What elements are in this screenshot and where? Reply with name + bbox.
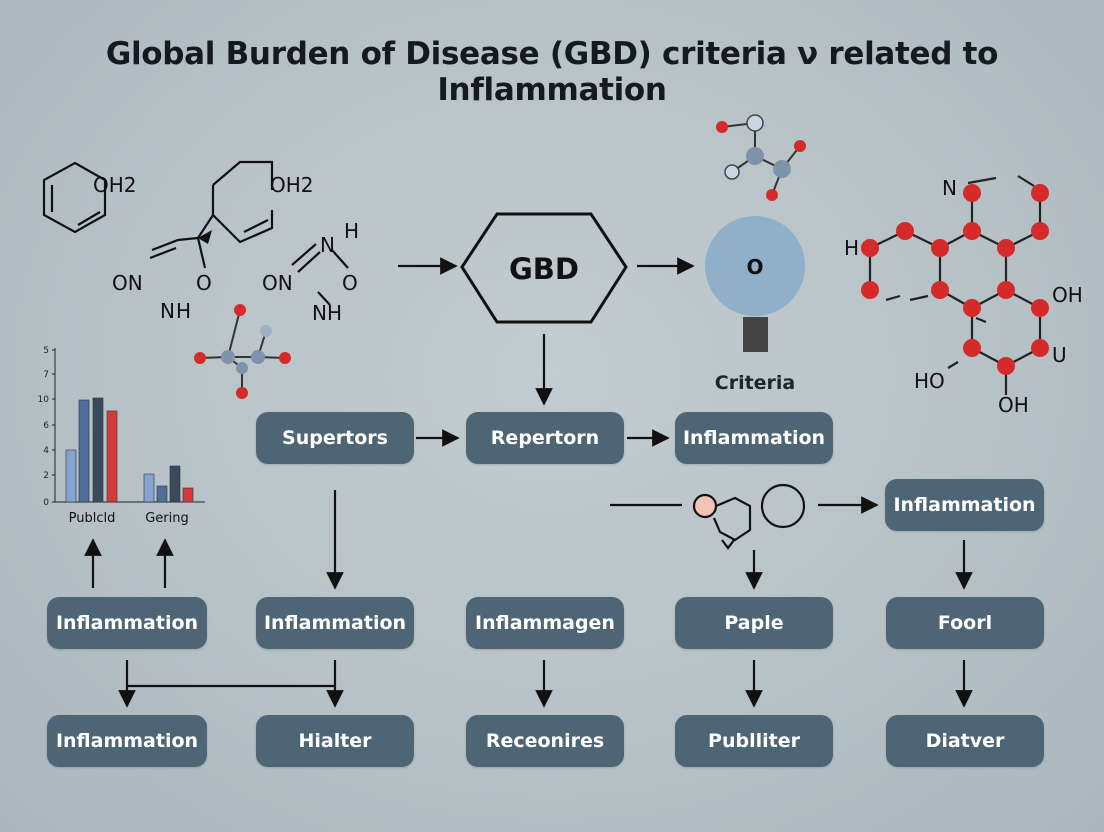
bar-chart-ticks: 5 7 10 6 4 2 0 — [38, 346, 55, 508]
m4-oh-bottom-label: OH — [998, 393, 1029, 417]
small-molecule-top — [716, 114, 806, 201]
connectors — [84, 257, 973, 708]
m2-h-label: H — [176, 299, 191, 323]
m2-n-label: N — [160, 299, 175, 323]
bar-chart — [54, 348, 205, 503]
small-molecule-left — [194, 304, 291, 399]
bar-chart-bars — [65, 397, 194, 503]
bar — [169, 465, 181, 503]
molecule-4 — [861, 175, 1049, 395]
m2-o-label: O — [196, 271, 212, 295]
m2-oh2-label: OH2 — [270, 173, 314, 197]
m4-n-label: N — [942, 176, 957, 200]
molecule-3 — [291, 243, 349, 306]
m4-u-label: U — [1052, 343, 1067, 367]
bar — [106, 410, 118, 503]
node-inflammation-r2c1: Inflammation — [47, 715, 207, 767]
node-inflammation-right: Inflammation — [885, 479, 1044, 531]
node-diatver: Diatver — [886, 715, 1044, 767]
criteria-stem — [743, 317, 768, 352]
node-publliter: Publliter — [675, 715, 833, 767]
node-hialter: Hialter — [256, 715, 414, 767]
gbd-hexagon — [460, 212, 628, 324]
m3-h-label: H — [344, 219, 359, 243]
m3-on-label: ON — [262, 271, 293, 295]
gbd-label: GBD — [509, 252, 579, 286]
bar — [156, 485, 168, 503]
circle-label: O — [746, 255, 763, 279]
node-inflammagen: Inflammagen — [466, 597, 624, 649]
bar-tick-label: 0 — [43, 498, 49, 508]
m1-oh2-label: OH2 — [93, 173, 137, 197]
node-inflammation-top: Inflammation — [675, 412, 833, 464]
m4-oh-top-label: OH — [1052, 283, 1083, 307]
m4-h-label: H — [844, 236, 859, 260]
criteria-circle — [705, 216, 805, 316]
node-repertorn: Repertorn — [466, 412, 624, 464]
m4-ho-label: HO — [914, 369, 945, 393]
bar — [182, 487, 194, 503]
bar-category-label: Publcld — [69, 511, 116, 526]
molecule-1 — [42, 161, 107, 234]
bar-tick-label: 2 — [43, 471, 49, 481]
diagram-title: Global Burden of Disease (GBD) criteria … — [105, 36, 999, 108]
node-paple: Paple — [675, 597, 833, 649]
bar-tick-label: 4 — [43, 446, 49, 456]
node-supertors: Supertors — [256, 412, 414, 464]
bar — [143, 473, 155, 503]
bar-tick-label: 7 — [43, 370, 49, 380]
m2-on-label: ON — [112, 271, 143, 295]
bar-category-label: Gering — [145, 511, 189, 526]
bar — [78, 399, 90, 503]
m3-nh-label: NH — [312, 301, 342, 325]
node-foorl: Foorl — [886, 597, 1044, 649]
node-inflammation-r1c1: Inflammation — [47, 597, 207, 649]
node-receonires: Receonires — [466, 715, 624, 767]
criteria-caption: Criteria — [715, 372, 796, 394]
bar-tick-label: 5 — [43, 346, 49, 356]
node-inflammation-r1c2: Inflammation — [256, 597, 414, 649]
bar — [65, 449, 77, 503]
molecule-2 — [149, 160, 274, 269]
bar-tick-label: 10 — [38, 395, 50, 405]
m3-n-label: N — [320, 233, 335, 257]
bar — [92, 397, 104, 503]
small-molecule-mid — [692, 483, 806, 550]
m3-o-label: O — [342, 271, 358, 295]
bar-tick-label: 6 — [43, 421, 49, 431]
